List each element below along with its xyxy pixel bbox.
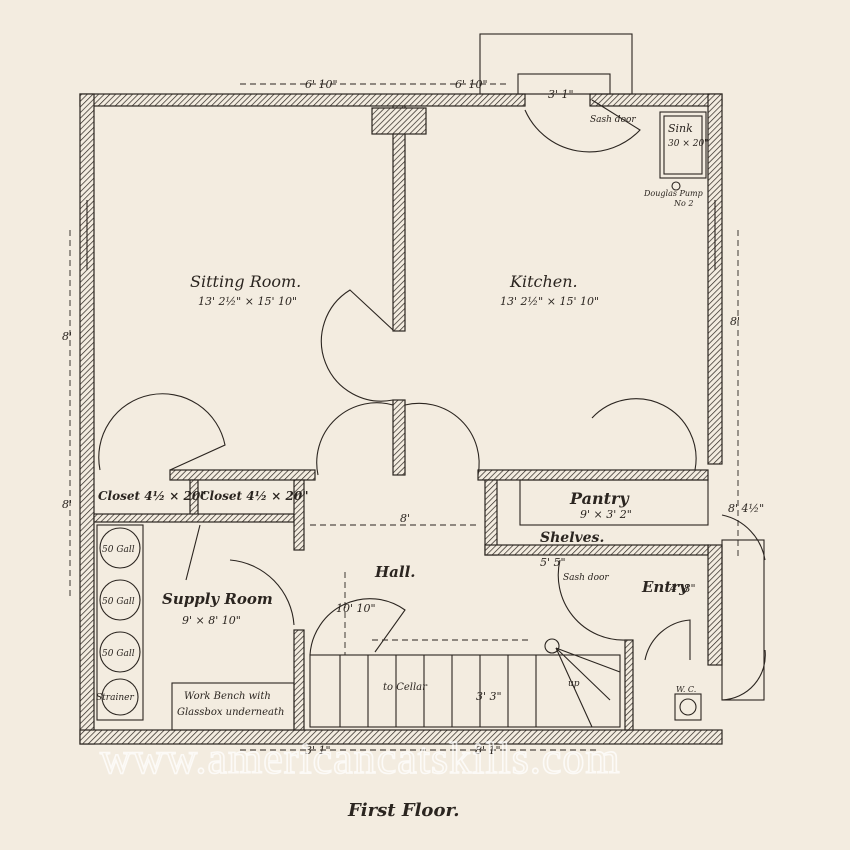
wall-bottom xyxy=(79,729,723,745)
wall-supply-right xyxy=(293,479,305,551)
wall-right-upper xyxy=(707,93,723,465)
up-label: up xyxy=(568,679,580,689)
wall-left xyxy=(79,93,95,745)
dim-bottom-right: 8' 1" xyxy=(475,744,501,757)
sink-inner xyxy=(663,115,703,175)
stair-run xyxy=(309,654,621,728)
door-swing-porch xyxy=(721,514,766,701)
door-swing-entry xyxy=(557,559,626,641)
pump-icon xyxy=(671,181,681,191)
wall-mid-left xyxy=(169,469,316,481)
workbench xyxy=(171,682,295,731)
entry-name: Entry xyxy=(641,578,689,596)
wall-right-lower xyxy=(707,544,723,666)
dim-stair-depth: 3' 3" xyxy=(476,690,502,703)
sash-door-kitchen: Sash door xyxy=(590,115,636,125)
pump-label: Douglas Pump xyxy=(643,189,703,198)
door-swing-hall-right xyxy=(404,402,480,476)
door-swing-sitting xyxy=(320,289,394,402)
dim-left-upper: 8' xyxy=(62,330,72,343)
workbench-label-2: Glassbox underneath xyxy=(177,707,284,718)
wall-supply-right-lower xyxy=(293,629,305,731)
kitchen-name: Kitchen. xyxy=(509,272,578,291)
wall-sitting-kitchen xyxy=(392,105,406,332)
door-swing-stair xyxy=(309,598,406,656)
sink-size: 30 × 20" xyxy=(668,139,708,149)
wall-pantry-left xyxy=(484,479,498,556)
pantry-name: Pantry xyxy=(569,489,630,508)
fixtures xyxy=(86,33,766,731)
wall-hall-stub xyxy=(392,399,406,476)
supply-room-name: Supply Room xyxy=(162,590,273,608)
wall-entry-left xyxy=(624,639,634,731)
closet-right-label: Closet 4½ × 20" xyxy=(200,489,308,503)
wc-seat xyxy=(679,698,697,716)
porch xyxy=(721,539,765,701)
chimney-top-inner xyxy=(517,73,611,95)
sitting-room-name: Sitting Room. xyxy=(190,272,301,291)
wall-pantry-bottom xyxy=(484,544,709,556)
door-swing-closet-left xyxy=(98,393,226,471)
labels: Sitting Room. 13' 2½" × 15' 10" Kitchen.… xyxy=(62,78,764,757)
dim-bottom-left: 3' 1" xyxy=(305,744,331,757)
wc-bowl xyxy=(674,693,702,721)
dim-entry-depth: 4' 8" xyxy=(669,582,696,595)
strainer-label: Strainer xyxy=(96,693,134,703)
strainer-icon xyxy=(101,678,139,716)
newel-post xyxy=(544,638,560,654)
workbench-label-1: Work Bench with xyxy=(184,691,271,702)
walls xyxy=(79,93,723,745)
chimney-top xyxy=(479,33,633,95)
dim-hall-depth: 10' 10" xyxy=(336,602,376,615)
dim-hall-width: 8' xyxy=(400,512,410,525)
door-swing-kitchen-top xyxy=(524,99,641,153)
wall-mid-right xyxy=(477,469,709,481)
closet-left-label: Closet 4½ × 20" xyxy=(98,489,206,503)
tank-3-label: 50 Gall xyxy=(102,649,135,659)
wc-label: W. C. xyxy=(676,685,696,694)
dim-chimney: 3' 1" xyxy=(548,88,574,101)
door-swing-supply xyxy=(185,524,295,626)
dim-left-lower: 8' xyxy=(62,498,72,511)
door-swing-pantry xyxy=(591,398,697,471)
dim-right-lower: 8' 4½" xyxy=(728,502,764,515)
tank-1 xyxy=(99,527,141,569)
pantry-size: 9' × 3' 2" xyxy=(580,508,632,521)
dim-top-left: 6' 10" xyxy=(305,78,338,91)
supply-room-size: 9' × 8' 10" xyxy=(182,614,241,627)
dimension-lines xyxy=(69,83,739,751)
to-cellar-label: to Cellar xyxy=(383,682,428,693)
dim-right-upper: 8' xyxy=(730,315,740,328)
sash-door-entry: Sash door xyxy=(563,573,609,583)
sink xyxy=(659,111,707,179)
tank-rack xyxy=(96,524,144,721)
page-caption: First Floor. xyxy=(347,800,460,821)
pump-number: No 2 xyxy=(673,199,693,208)
wall-top-right xyxy=(589,93,723,107)
wall-closet-bottom xyxy=(93,513,295,523)
sink-label: Sink xyxy=(668,122,693,135)
shelves-label: Shelves. xyxy=(540,530,604,546)
pantry-shelf xyxy=(519,479,709,526)
tank-1-label: 50 Gall xyxy=(102,545,135,555)
watermark-text: www.americancatskills.com xyxy=(100,734,621,783)
stair-treads xyxy=(339,647,621,728)
dim-pantry-shelf: 5' 5" xyxy=(540,556,566,569)
tank-2 xyxy=(99,579,141,621)
door-swing-wc xyxy=(644,619,691,661)
hall-name: Hall. xyxy=(374,563,416,581)
sitting-room-size: 13' 2½" × 15' 10" xyxy=(198,295,297,308)
kitchen-size: 13' 2½" × 15' 10" xyxy=(500,295,599,308)
tank-3 xyxy=(99,631,141,673)
tank-2-label: 50 Gall xyxy=(102,597,135,607)
door-swing-hall-left xyxy=(316,402,394,476)
chimney xyxy=(371,107,427,135)
wall-top-left xyxy=(79,93,526,107)
dim-top-right: 6' 10" xyxy=(455,78,488,91)
